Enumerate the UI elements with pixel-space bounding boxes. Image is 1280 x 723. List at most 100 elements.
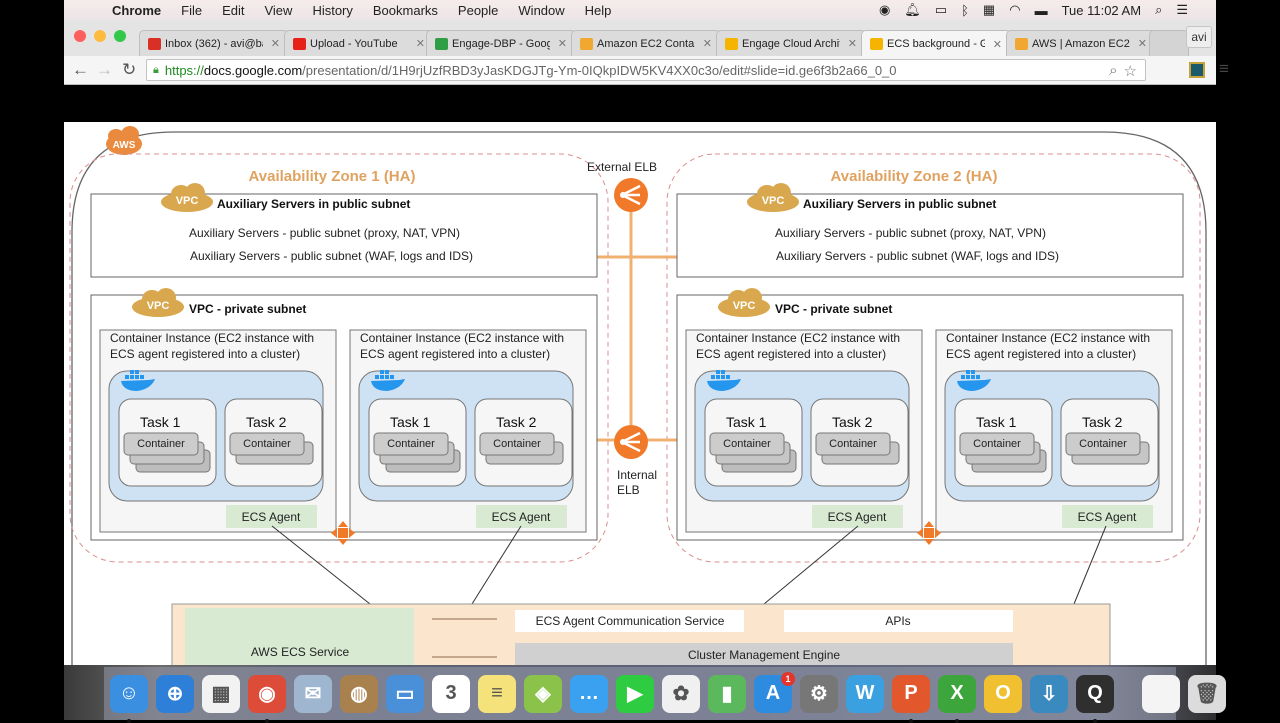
chrome-menu-icon[interactable]: ≡	[1219, 59, 1229, 78]
mail-icon[interactable]: ✉	[294, 674, 332, 713]
numbers-icon[interactable]: ▮	[708, 674, 746, 713]
close-tab-icon[interactable]: ✕	[847, 38, 857, 50]
docker-whale-icon	[371, 370, 405, 391]
tab-6-active[interactable]: ECS background - G✕	[861, 30, 1011, 57]
minimize-window-button[interactable]	[94, 30, 106, 42]
menu-help[interactable]: Help	[584, 2, 612, 18]
whale-box	[135, 375, 139, 379]
move-arrows-icon	[331, 521, 355, 545]
tab-3[interactable]: Engage-DBP - Goog✕	[426, 30, 576, 56]
running-indicator	[265, 718, 269, 723]
wifi-icon[interactable]: ◠	[1009, 2, 1021, 17]
profile-button[interactable]: avi	[1186, 26, 1212, 48]
record-icon[interactable]: ◉	[878, 2, 891, 17]
extension-icon[interactable]	[1189, 62, 1205, 78]
photos-icon[interactable]: ✿	[662, 674, 700, 713]
battery-meter-icon[interactable]: ▦	[982, 2, 996, 17]
bookmark-star-icon[interactable]: ☆	[1123, 63, 1137, 80]
az1-title: Availability Zone 1 (HA)	[249, 168, 416, 185]
calendar-icon[interactable]: 3	[432, 674, 470, 713]
tab-title: Engage Cloud Archit	[742, 37, 840, 50]
whale-box	[390, 375, 394, 379]
ecs-agent-box	[812, 505, 903, 528]
close-tab-icon[interactable]: ✕	[415, 38, 425, 50]
apis-box	[784, 610, 1013, 632]
menu-bookmarks[interactable]: Bookmarks	[372, 2, 438, 18]
title-line-1: Container Instance (EC2 instance with	[110, 331, 314, 345]
messages-icon[interactable]: …	[570, 674, 608, 713]
status-area: ◉ 🔔︎ ▭ ᛒ ▦ ◠ ▬ Tue 11:02 AM ⌕ ☰	[879, 2, 1188, 18]
search-zoom-icon[interactable]: ⌕	[1109, 62, 1118, 79]
menu-history[interactable]: History	[312, 2, 353, 18]
bluetooth-icon[interactable]: ᛒ	[961, 2, 969, 18]
whale-box	[135, 370, 139, 374]
facetime-icon[interactable]: ▶	[616, 674, 654, 713]
container-label: Container	[493, 438, 541, 450]
document-icon[interactable]	[1142, 674, 1180, 713]
notification-bell-icon[interactable]: 🔔︎	[904, 2, 921, 17]
close-tab-icon[interactable]: ✕	[1137, 38, 1147, 50]
keynote-icon[interactable]: ▭	[386, 674, 424, 713]
ecs-agent-box	[476, 505, 567, 528]
container-label: Container	[973, 438, 1021, 450]
chrome-icon[interactable]: ◉	[248, 674, 286, 723]
menu-edit[interactable]: Edit	[222, 2, 245, 18]
aws-icon	[1015, 37, 1028, 50]
airplay-icon[interactable]: ▭	[934, 2, 948, 17]
menu-file[interactable]: File	[181, 2, 203, 18]
agent-connector	[271, 525, 371, 605]
close-tab-icon[interactable]: ✕	[702, 38, 712, 50]
new-tab-button[interactable]	[1149, 30, 1189, 56]
word-icon[interactable]: W	[846, 674, 884, 713]
docker-whale-icon	[121, 370, 155, 391]
back-button[interactable]: ←	[72, 60, 89, 79]
private-subnet-title: VPC - private subnet	[189, 302, 306, 316]
trash-icon[interactable]: 🗑	[1188, 674, 1226, 713]
downloader-icon[interactable]: ⇩	[1030, 674, 1068, 713]
tab-1[interactable]: Inbox (362) - avi@ba ✕	[139, 30, 289, 56]
reload-button[interactable]: ↻	[122, 60, 137, 79]
close-window-button[interactable]	[74, 30, 86, 42]
launchpad-icon[interactable]: ▦	[202, 674, 240, 713]
tab-7[interactable]: AWS | Amazon EC2 ✕	[1006, 30, 1156, 56]
tab-2[interactable]: Upload - YouTube✕	[284, 30, 434, 56]
notification-center-icon[interactable]: ☰	[1176, 2, 1188, 17]
menu-people[interactable]: People	[457, 2, 499, 18]
menu-app-name[interactable]: Chrome	[112, 2, 162, 18]
youtube-icon	[293, 37, 306, 50]
safari-icon[interactable]: ⊕	[156, 674, 194, 713]
arrows-center	[924, 528, 934, 538]
address-bar[interactable]: 🔒︎ https://docs.google.com/presentation/…	[146, 59, 1146, 81]
availability-zone-1	[69, 153, 609, 563]
tab-5[interactable]: Engage Cloud Archit ✕	[716, 30, 866, 56]
tab-title: Inbox (362) - avi@ba	[165, 37, 263, 50]
powerpoint-icon[interactable]: P	[892, 674, 930, 723]
contacts-icon[interactable]: ◍	[340, 674, 378, 713]
notes-icon[interactable]: ≡	[478, 674, 516, 713]
whale-box	[140, 375, 144, 379]
menu-window[interactable]: Window	[518, 2, 565, 18]
zoom-window-button[interactable]	[114, 30, 126, 42]
whale-box	[385, 375, 389, 379]
close-tab-icon[interactable]: ✕	[992, 38, 1002, 51]
tab-4[interactable]: Amazon EC2 Contai✕	[571, 30, 721, 56]
finder-icon[interactable]: ☺	[110, 674, 148, 723]
outlook-icon[interactable]: O	[984, 674, 1022, 713]
excel-icon[interactable]: X	[938, 674, 976, 723]
menu-view[interactable]: View	[264, 2, 293, 18]
forward-button[interactable]: →	[96, 60, 113, 79]
quicktime-icon[interactable]: Q	[1076, 674, 1114, 723]
tab-title: AWS | Amazon EC2	[1032, 37, 1130, 50]
close-tab-icon[interactable]: ✕	[557, 38, 567, 50]
close-tab-icon[interactable]: ✕	[270, 38, 280, 50]
spotlight-search-icon[interactable]: ⌕	[1155, 2, 1163, 17]
container-box	[959, 432, 1035, 456]
clock[interactable]: Tue 11:02 AM	[1061, 2, 1142, 18]
availability-zone-2	[666, 153, 1201, 563]
macos-menubar: Chrome File Edit View History Bookmarks …	[64, 0, 1216, 20]
battery-icon[interactable]: ▬	[1034, 2, 1048, 18]
arrows-shape	[331, 521, 355, 545]
maps-icon[interactable]: ◈	[524, 674, 562, 713]
system-preferences-icon[interactable]: ⚙	[800, 674, 838, 713]
